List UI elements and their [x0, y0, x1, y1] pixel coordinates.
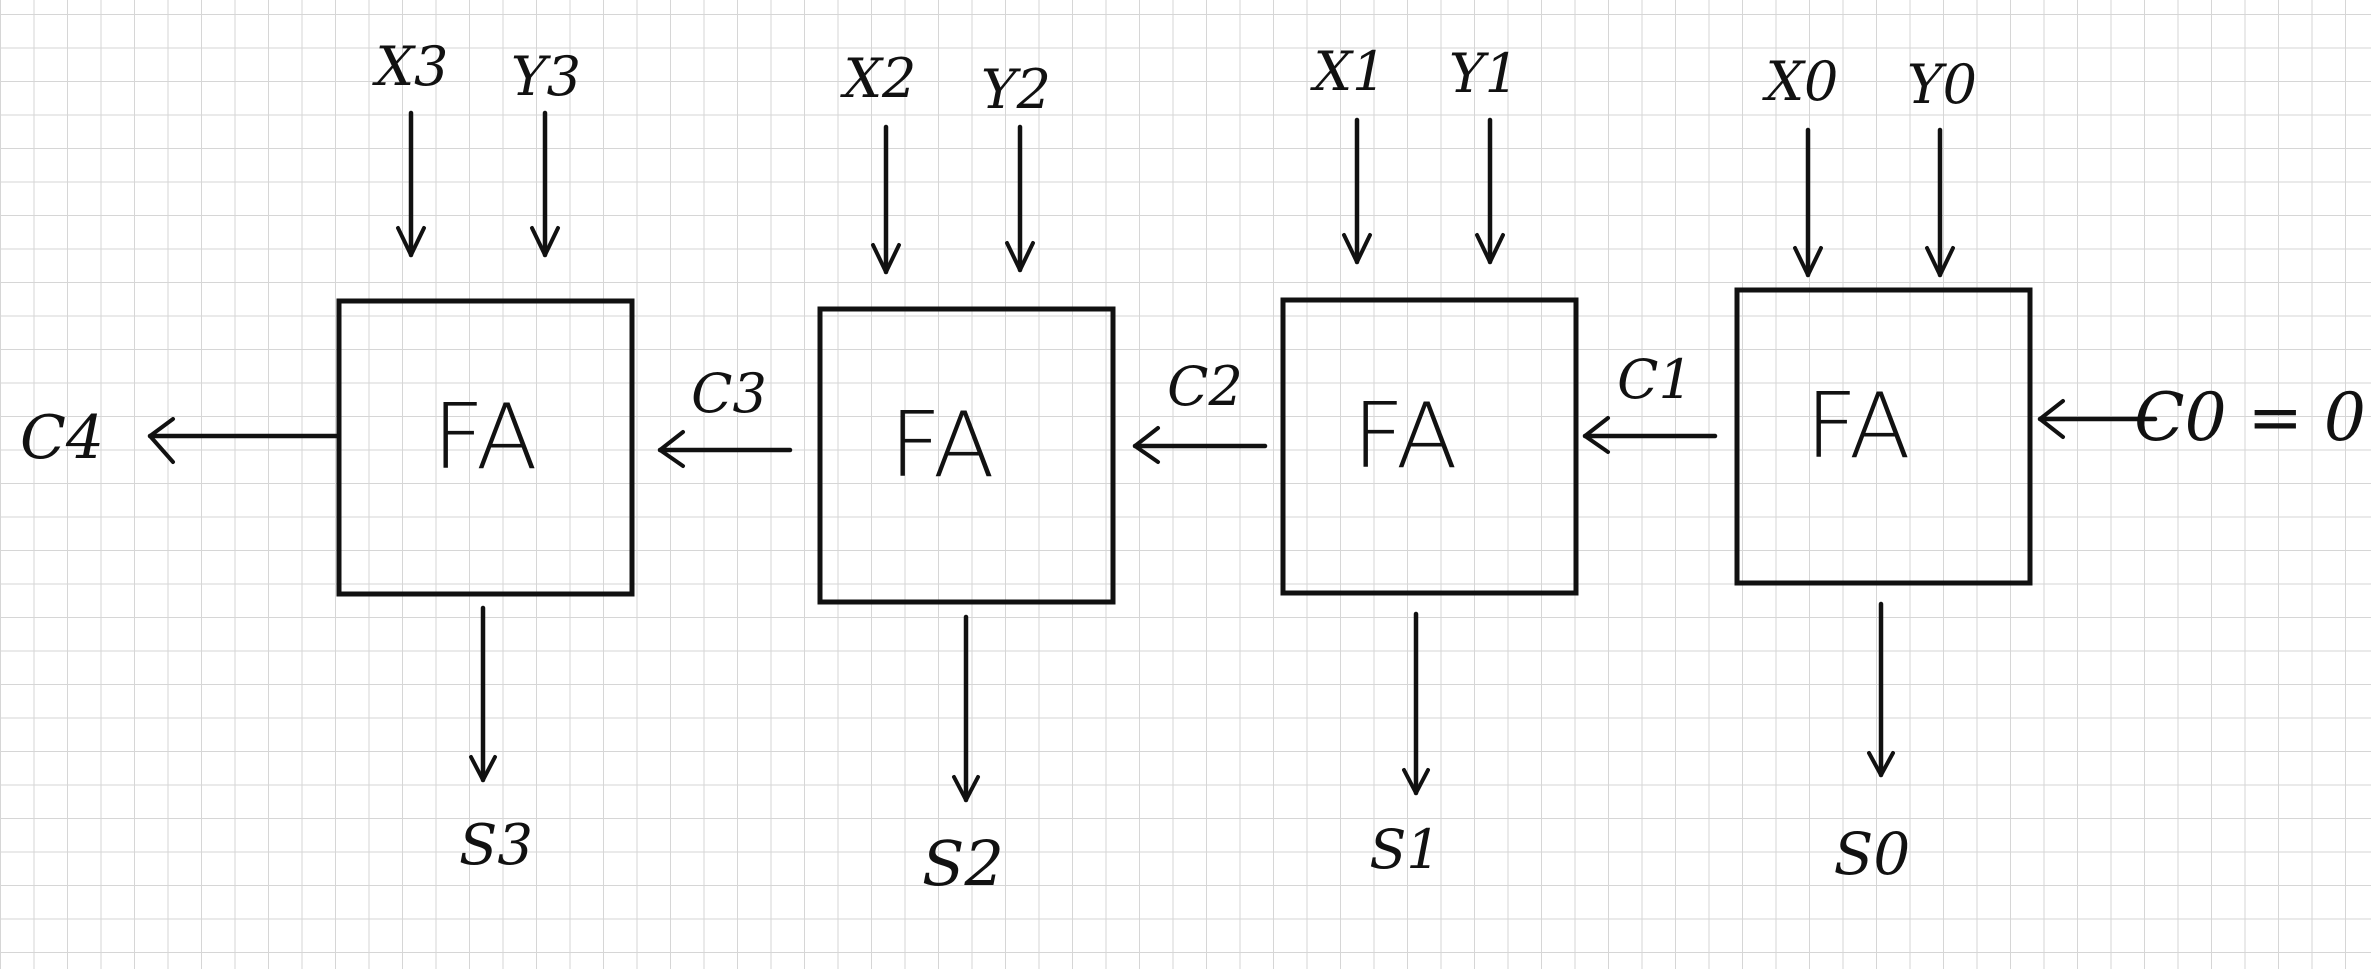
- x3-label: X3: [372, 35, 449, 98]
- c2-label: C2: [1167, 355, 1243, 418]
- carry-out-c4: C4: [20, 403, 340, 473]
- s1-arrowhead: [1402, 768, 1430, 795]
- full-adder-box-1: [1280, 297, 1579, 596]
- c3-label: C3: [691, 362, 767, 425]
- s3-label: S3: [459, 813, 533, 878]
- s1-label: S1: [1369, 818, 1440, 881]
- full-adder-stage-2: FA X2 Y2 S2: [817, 47, 1116, 900]
- full-adder-box-2: [817, 306, 1116, 605]
- c0-arrowhead: [2038, 399, 2065, 439]
- y0-label: Y0: [1907, 53, 1977, 116]
- x3-arrowhead: [396, 226, 426, 257]
- c0-label: C0 = 0: [2134, 379, 2366, 456]
- carry-in-c0: C0 = 0: [2037, 379, 2366, 456]
- c3-arrowhead: [658, 430, 685, 468]
- x0-label: X0: [1762, 50, 1839, 113]
- s2-arrowhead: [952, 775, 980, 802]
- full-adder-box-0: [1734, 287, 2033, 586]
- s2-label: S2: [922, 827, 1004, 900]
- y1-arrowhead: [1475, 233, 1505, 264]
- c1-arrowhead: [1583, 416, 1610, 454]
- y2-label: Y2: [981, 58, 1051, 121]
- full-adder-stage-1: FA X1 Y1 S1: [1280, 40, 1579, 881]
- c1-label: C1: [1617, 348, 1693, 411]
- s3-arrowhead: [469, 755, 497, 782]
- full-adder-label-1: FA: [1352, 384, 1457, 489]
- x2-arrowhead: [871, 243, 901, 274]
- s0-arrowhead: [1867, 751, 1895, 777]
- x1-arrowhead: [1342, 233, 1372, 264]
- y2-arrowhead: [1005, 241, 1035, 272]
- carry-c2: C2: [1132, 355, 1268, 464]
- s0-label: S0: [1834, 820, 1911, 888]
- full-adder-label-2: FA: [889, 393, 994, 498]
- c4-arrowhead: [148, 417, 175, 464]
- full-adder-stage-3: FA X3 Y3 S3: [336, 35, 635, 878]
- y3-arrowhead: [530, 226, 560, 257]
- full-adder-box-3: [336, 298, 635, 597]
- full-adder-label-3: FA: [432, 385, 537, 490]
- x1-label: X1: [1310, 40, 1387, 103]
- c2-arrowhead: [1133, 426, 1160, 464]
- full-adder-stage-0: FA X0 Y0 S0: [1734, 50, 2033, 888]
- carry-c3: C3: [657, 362, 793, 468]
- y1-label: Y1: [1449, 42, 1519, 105]
- x0-arrowhead: [1793, 246, 1823, 277]
- carry-c1: C1: [1582, 348, 1718, 454]
- y3-label: Y3: [511, 45, 581, 108]
- y0-arrowhead: [1925, 246, 1955, 277]
- full-adder-label-0: FA: [1805, 374, 1910, 479]
- x2-label: X2: [840, 47, 917, 110]
- c4-label: C4: [20, 403, 104, 473]
